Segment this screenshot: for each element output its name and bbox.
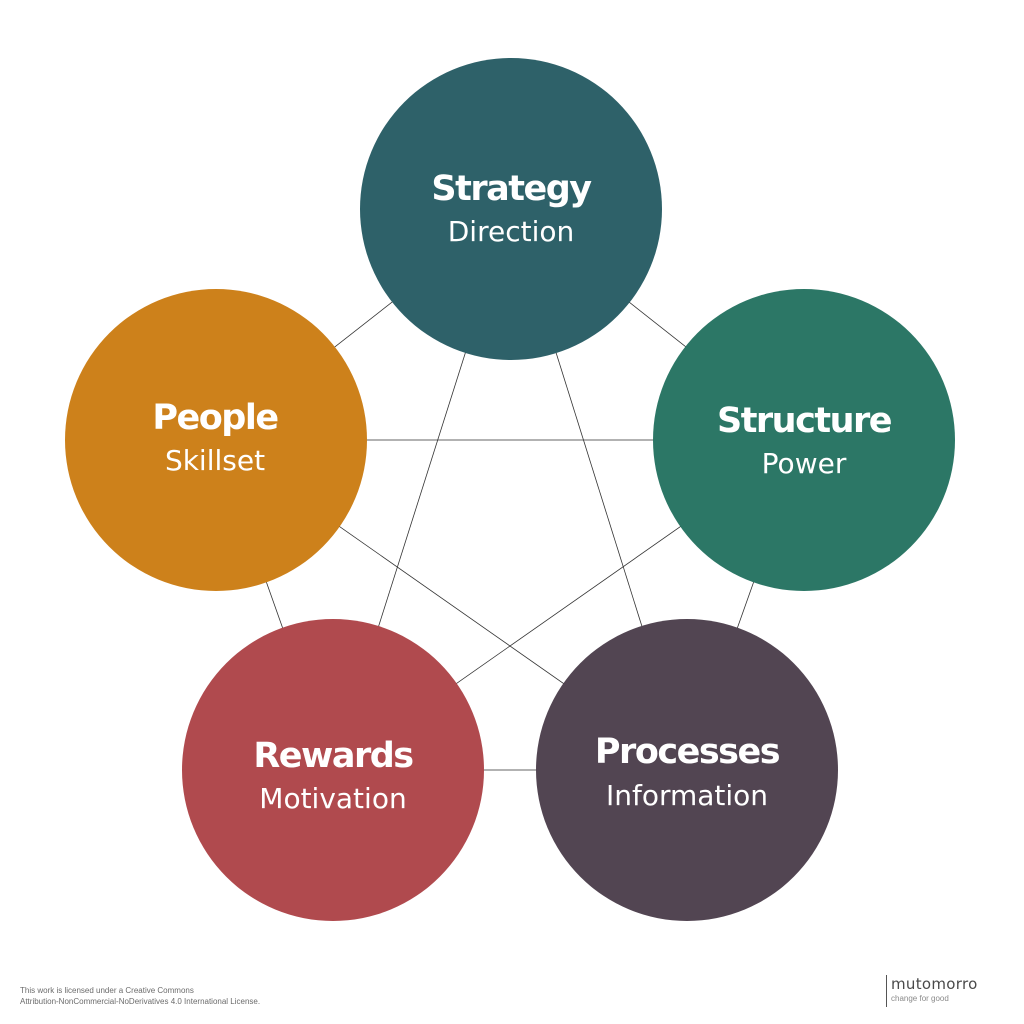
node-circle-people (65, 289, 367, 591)
brand-name: mutomorro (891, 975, 978, 993)
node-rewards: Rewards Motivation (182, 619, 484, 921)
brand-logo: mutomorro change for good (886, 975, 978, 1007)
node-subtitle-rewards: Motivation (259, 782, 406, 815)
node-circle-processes (536, 619, 838, 921)
node-subtitle-structure: Power (762, 447, 847, 480)
node-title-structure: Structure (717, 401, 892, 441)
node-title-processes: Processes (595, 732, 780, 772)
node-structure: Structure Power (653, 289, 955, 591)
node-strategy: Strategy Direction (360, 58, 662, 360)
license-line-2: Attribution-NonCommercial-NoDerivatives … (20, 997, 261, 1006)
node-people: People Skillset (65, 289, 367, 591)
node-subtitle-people: Skillset (165, 444, 265, 477)
node-circle-strategy (360, 58, 662, 360)
node-subtitle-strategy: Direction (448, 215, 575, 248)
node-circle-structure (653, 289, 955, 591)
node-title-rewards: Rewards (253, 736, 413, 776)
node-title-people: People (152, 398, 278, 438)
node-title-strategy: Strategy (431, 169, 592, 209)
node-subtitle-processes: Information (606, 779, 768, 812)
license-notice: This work is licensed under a Creative C… (20, 985, 260, 1007)
brand-tagline: change for good (891, 994, 949, 1003)
node-circle-rewards (182, 619, 484, 921)
license-line-1: This work is licensed under a Creative C… (20, 986, 194, 995)
node-processes: Processes Information (536, 619, 838, 921)
